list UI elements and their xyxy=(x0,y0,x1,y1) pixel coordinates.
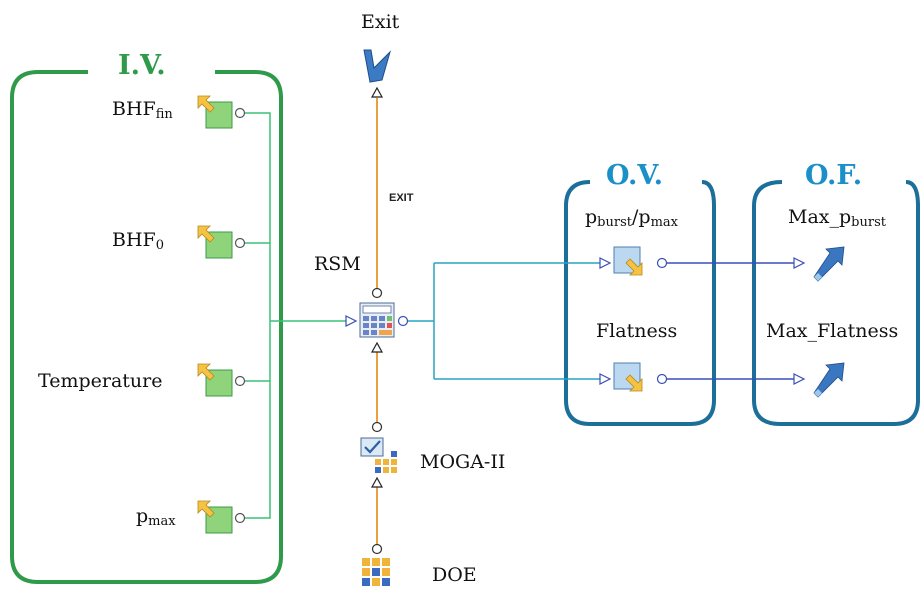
max-flatness-label: Max_Flatness xyxy=(766,320,899,342)
rsm-top-port xyxy=(371,287,383,299)
exit-icon xyxy=(363,49,392,83)
rsm-icon xyxy=(359,302,395,338)
moga-icon xyxy=(360,437,397,473)
input-variable-icon xyxy=(197,500,233,534)
doe-icon xyxy=(362,558,390,586)
temperature-port xyxy=(234,375,246,387)
moga-bottom-arrow xyxy=(370,476,384,488)
bhf-0-label: BHF0 xyxy=(112,229,164,253)
max-pburst-label: Max_pburst xyxy=(788,206,886,230)
ov1-input-arrow xyxy=(599,257,612,269)
ov2-output-port xyxy=(656,373,668,385)
ov-group-border xyxy=(564,180,716,426)
bhf-fin-label: BHFfin xyxy=(112,98,173,122)
exit-arrow xyxy=(370,86,384,98)
exit-connection-label: EXIT xyxy=(389,192,414,204)
objective-icon xyxy=(813,246,845,282)
pburst-pmax-label: pburst/pmax xyxy=(585,206,678,230)
ov-group-title: O.V. xyxy=(606,160,663,191)
bhf-0-port xyxy=(234,237,246,249)
doe-label: DOE xyxy=(432,564,477,586)
of1-input-arrow xyxy=(793,257,806,269)
objective-wires xyxy=(664,262,795,380)
rsm-output-wires xyxy=(406,262,602,380)
moga-top-port xyxy=(371,421,383,433)
rsm-bottom-arrow xyxy=(370,341,384,353)
input-wires xyxy=(244,112,355,519)
iv-group-title: I.V. xyxy=(118,50,166,81)
temperature-label: Temperature xyxy=(38,370,163,392)
output-variable-icon xyxy=(613,362,643,392)
flatness-label: Flatness xyxy=(596,320,678,342)
exit-label: Exit xyxy=(361,11,400,33)
doe-top-port xyxy=(371,543,383,555)
rsm-output-port xyxy=(397,315,409,327)
of2-input-arrow xyxy=(793,373,806,385)
ov2-input-arrow xyxy=(599,373,612,385)
output-variable-icon xyxy=(613,246,643,276)
bhf-fin-port xyxy=(234,107,246,119)
iv-group-border xyxy=(10,70,283,584)
rsm-label: RSM xyxy=(314,253,361,275)
rsm-input-arrow xyxy=(345,315,358,327)
of-group-border xyxy=(752,180,920,426)
input-variable-icon xyxy=(197,225,233,259)
input-variable-icon xyxy=(197,95,233,129)
pmax-port xyxy=(234,512,246,524)
objective-icon xyxy=(813,362,845,398)
ov1-output-port xyxy=(656,257,668,269)
input-variable-icon xyxy=(197,363,233,397)
pmax-label: pmax xyxy=(136,505,176,529)
of-group-title: O.F. xyxy=(805,160,863,191)
moga-label: MOGA-II xyxy=(420,451,506,473)
